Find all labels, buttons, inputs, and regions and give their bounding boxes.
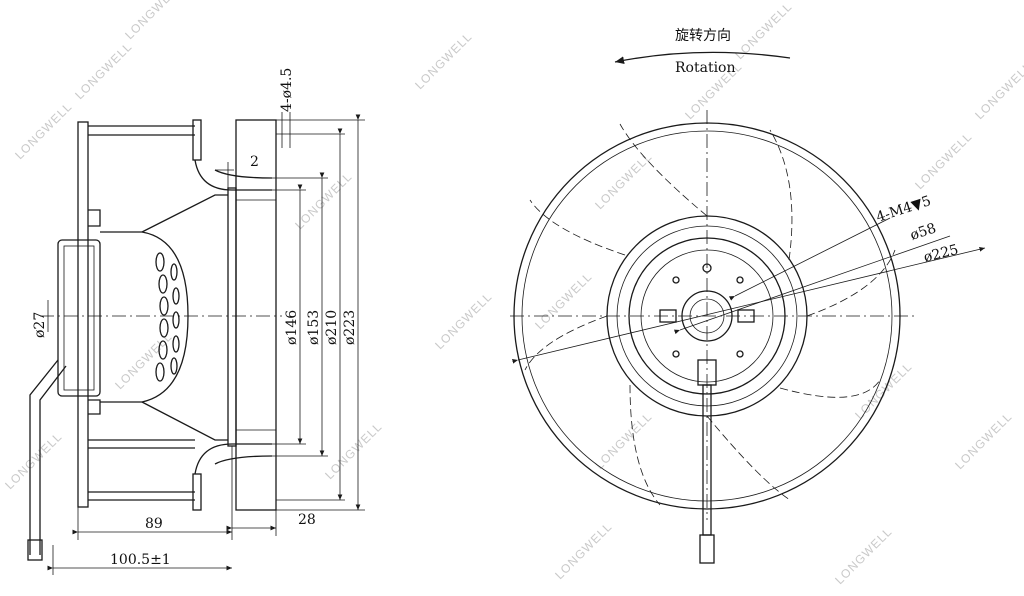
dim-153-label: ø153	[306, 310, 322, 345]
watermark: LONGWELL	[952, 409, 1015, 472]
watermark: LONGWELL	[552, 519, 615, 582]
dim-28-label: 28	[298, 512, 316, 528]
rotation-arrow-icon	[614, 51, 791, 65]
watermark: LONGWELL	[112, 329, 175, 392]
watermark: LONGWELL	[322, 419, 385, 482]
rotation-cn-label: 旋转方向	[675, 28, 731, 44]
dim-146-label: ø146	[284, 310, 300, 345]
dim-2-label: 2	[250, 154, 259, 170]
dim-89-label: 89	[145, 516, 163, 532]
watermark: LONGWELL	[832, 524, 895, 587]
dim-hole-label: 4-ø4.5	[279, 68, 295, 112]
dim-total-label: 100.5±1	[110, 552, 171, 568]
dim-58-label: ø58	[908, 220, 938, 243]
watermark: LONGWELL	[432, 289, 495, 352]
dim-223-label: ø223	[342, 310, 358, 345]
side-view: ø27 ø146 ø153 ø210 ø223 4-ø4.5 2 89 28 1…	[27, 68, 365, 575]
dim-27-label: ø27	[32, 312, 48, 338]
watermark: LONGWELL	[2, 429, 65, 492]
dim-225-label: ø225	[922, 242, 960, 266]
watermark: LONGWELL	[12, 99, 75, 162]
watermark: LONGWELL	[972, 59, 1024, 122]
front-view: 旋转方向 Rotation	[510, 28, 986, 564]
watermark: LONGWELL	[72, 39, 135, 102]
watermark: LONGWELL	[592, 149, 655, 212]
watermark: LONGWELL	[292, 169, 355, 232]
dim-screw-label: 4-M4▼5	[874, 193, 933, 226]
watermark: LONGWELL	[912, 129, 975, 192]
watermark: LONGWELL	[592, 409, 655, 472]
dim-210-label: ø210	[324, 310, 340, 345]
rotation-en-label: Rotation	[675, 60, 736, 76]
watermark: LONGWELL	[852, 359, 915, 422]
watermark: LONGWELL	[532, 269, 595, 332]
watermark: LONGWELL	[412, 29, 475, 92]
watermark: LONGWELL	[122, 0, 185, 42]
